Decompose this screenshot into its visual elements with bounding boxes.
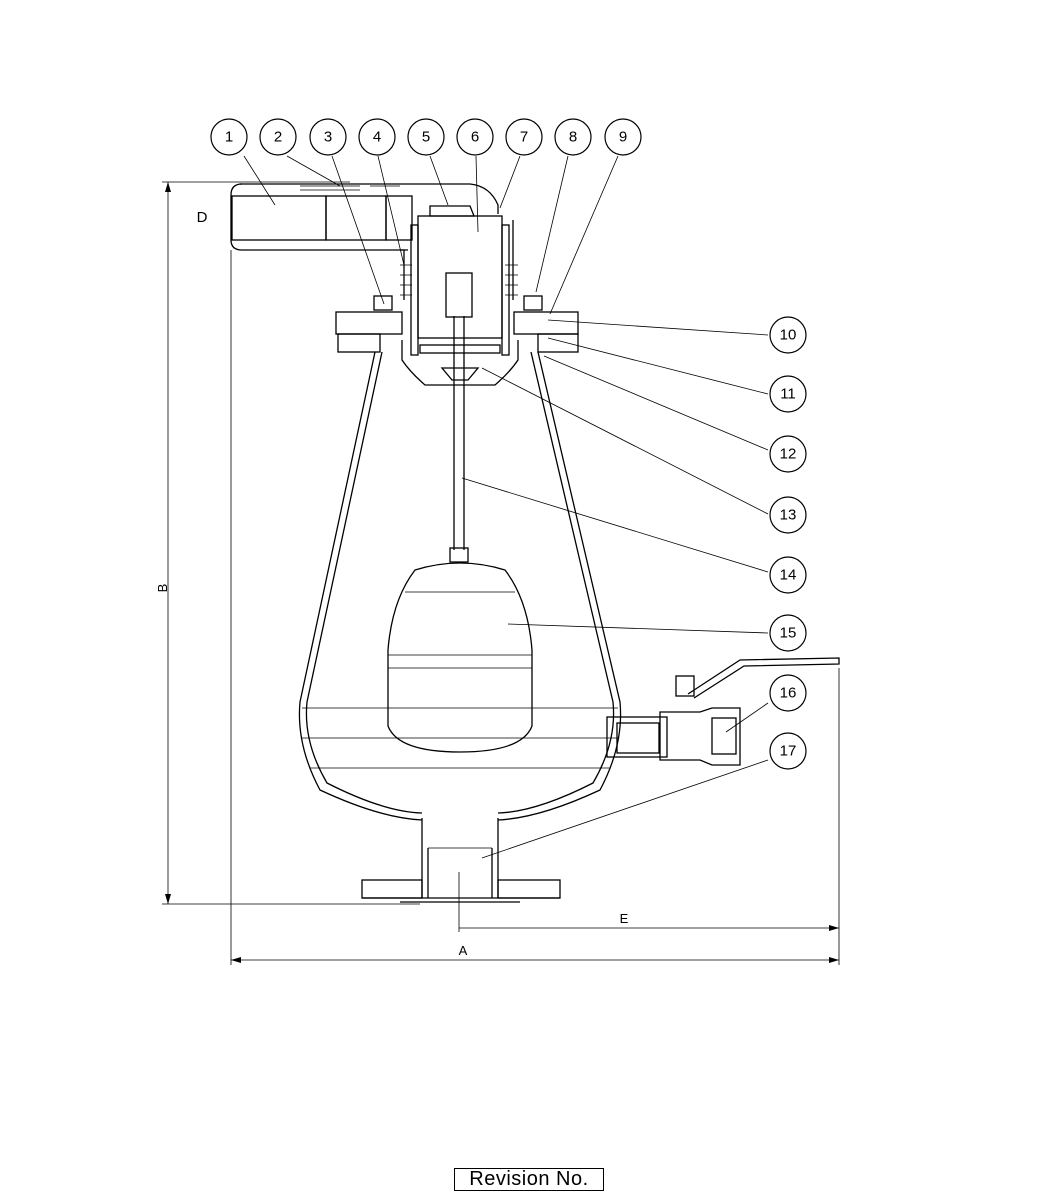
part-balloons-top: 1 2 3 4 5 6 7 8 9: [210, 118, 642, 156]
balloon-12-label: 12: [780, 446, 797, 463]
balloon-14-label: 14: [780, 567, 797, 584]
flange: [335, 295, 579, 386]
balloon-13-label: 13: [780, 507, 797, 524]
conical-body: [298, 351, 622, 903]
balloon-15-label: 15: [780, 625, 797, 642]
balloon-1-label: 1: [225, 129, 233, 146]
balloon-8-label: 8: [569, 129, 577, 146]
float-ball: [387, 562, 533, 753]
dimension-e-label: E: [620, 911, 629, 926]
top-body: [230, 183, 518, 356]
balloon-16-label: 16: [780, 685, 797, 702]
balloon-4-label: 4: [373, 129, 381, 146]
revision-number-box: Revision No.: [454, 1168, 604, 1191]
leader-lines: [243, 155, 769, 859]
balloon-10-label: 10: [780, 327, 797, 344]
float-rod: [449, 316, 469, 563]
balloon-6-label: 6: [471, 129, 479, 146]
dimension-lines: [162, 181, 840, 965]
balloon-5-label: 5: [422, 129, 430, 146]
balloon-7-label: 7: [520, 129, 528, 146]
dimension-b-label: B: [155, 584, 170, 593]
balloon-9-label: 9: [619, 129, 627, 146]
balloon-2-label: 2: [274, 129, 282, 146]
balloon-11-label: 11: [780, 386, 796, 403]
balloon-3-label: 3: [324, 129, 332, 146]
balloon-17-label: 17: [780, 743, 797, 760]
dimension-a-label: A: [459, 943, 468, 958]
part-balloons-right: 10 11 12 13 14 15 16 17: [769, 316, 807, 770]
dimension-d-label: D: [197, 209, 208, 226]
side-ball-valve: [606, 657, 840, 766]
